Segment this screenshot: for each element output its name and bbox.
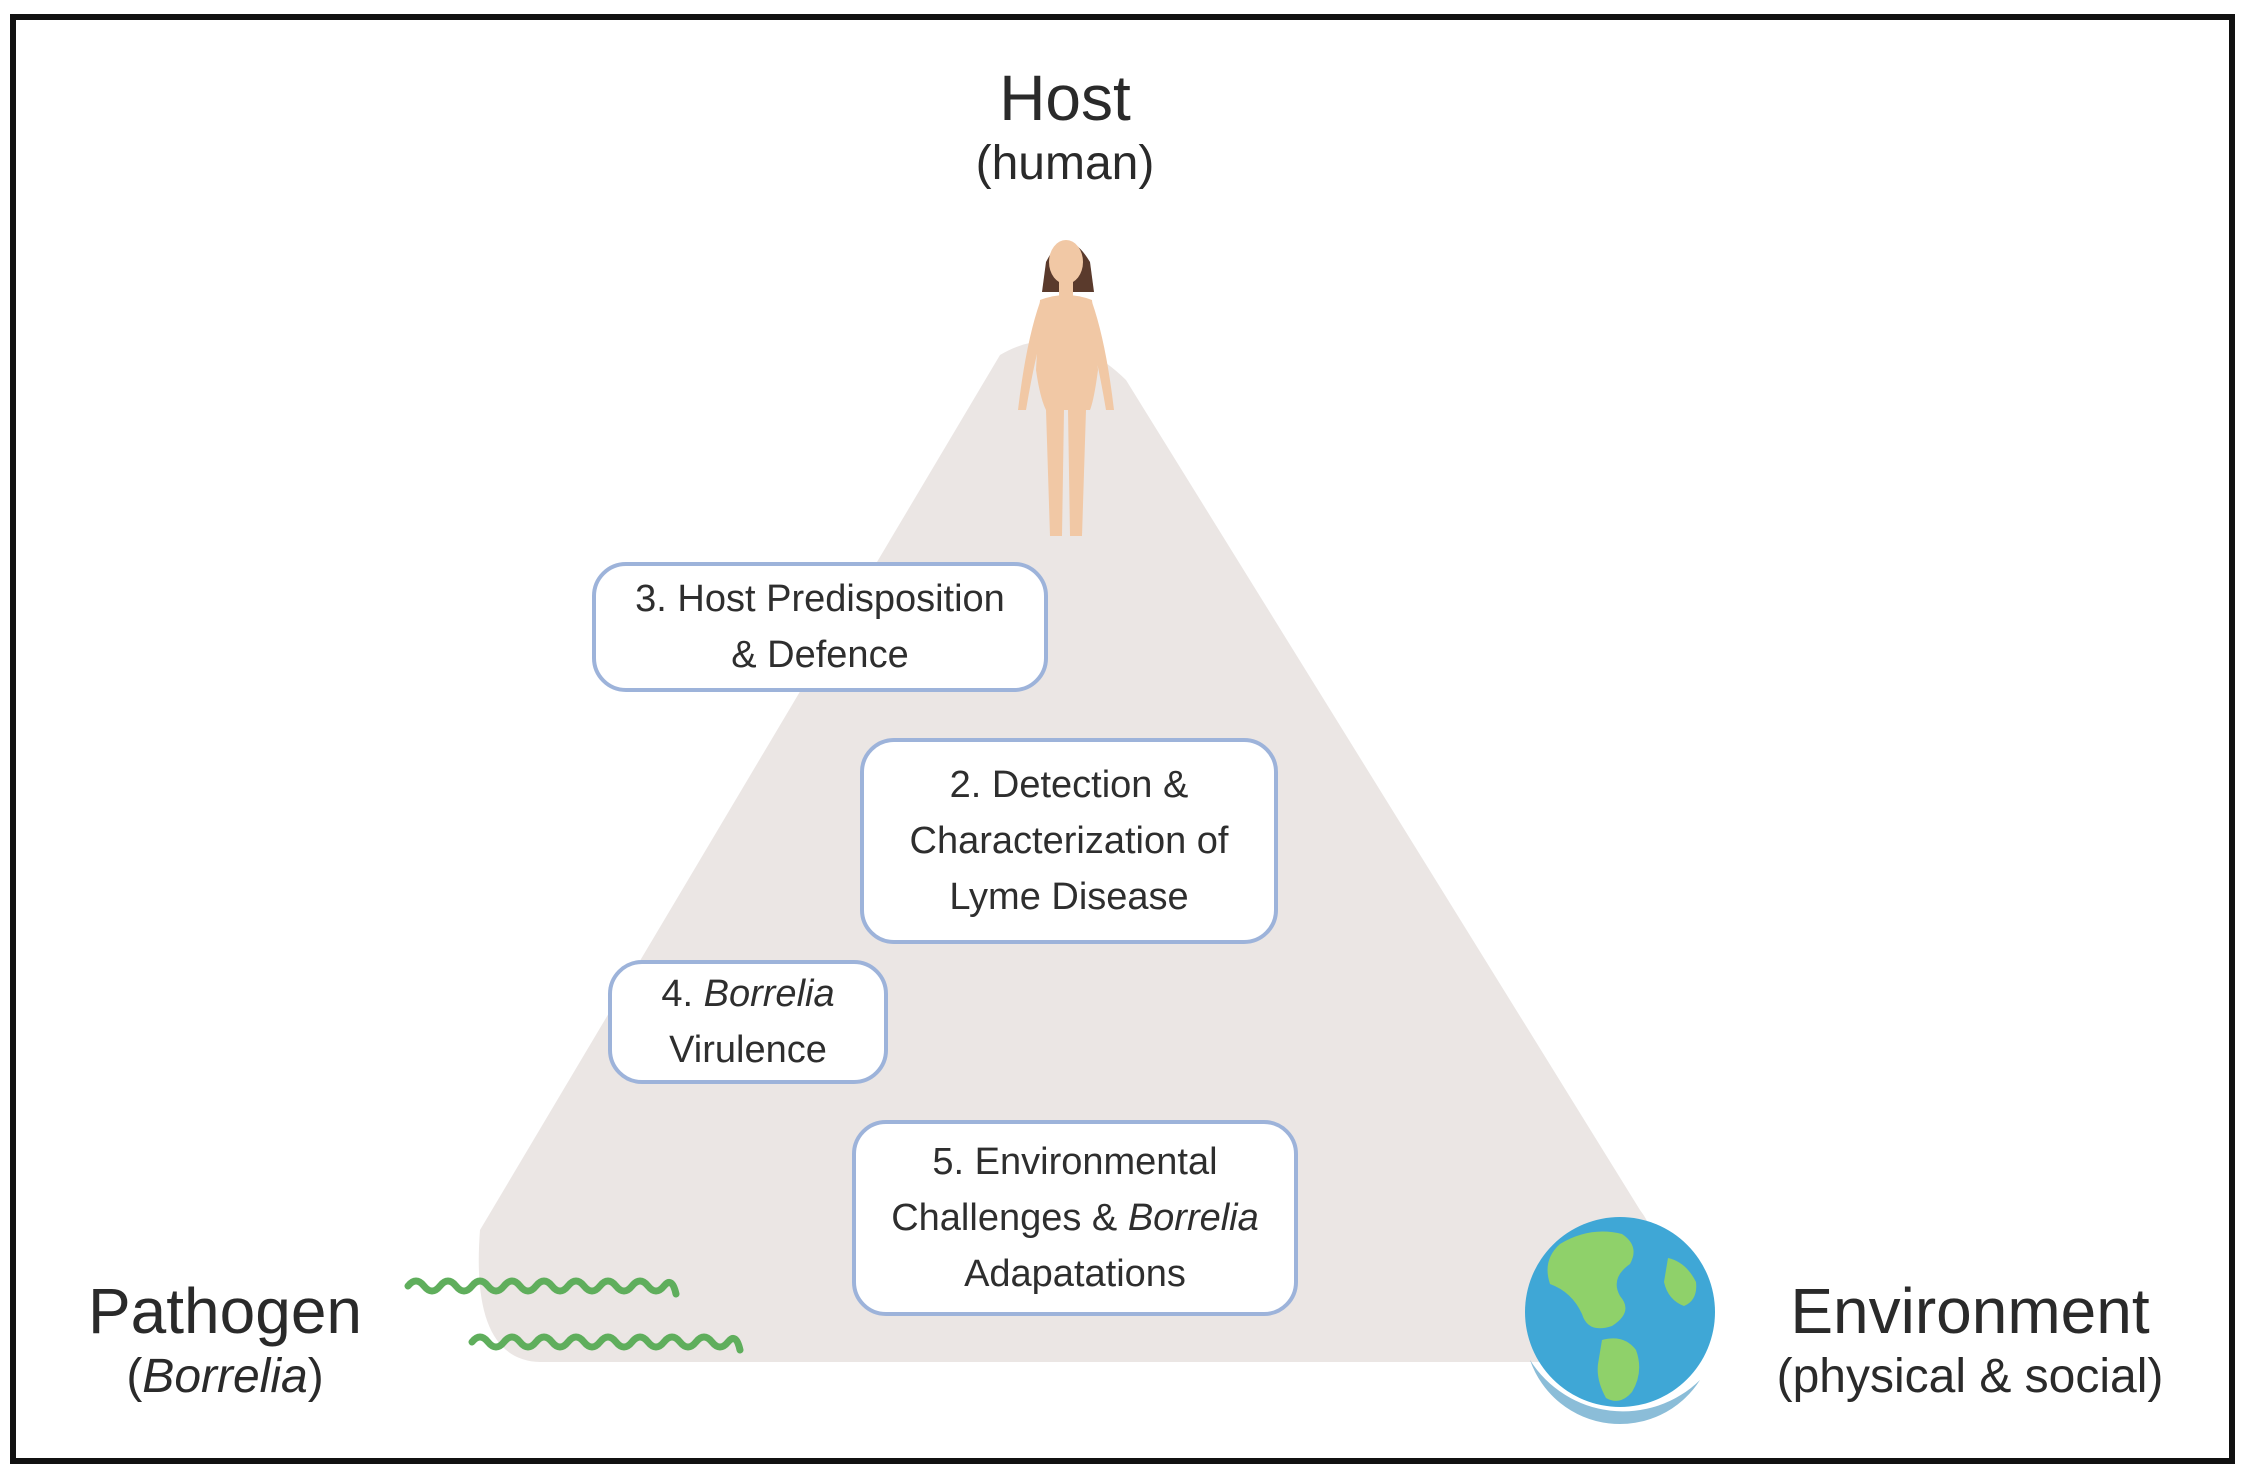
environmental-box: 5. Environmental Challenges & Borrelia A…	[852, 1120, 1298, 1316]
pathogen-title: Pathogen	[87, 1275, 363, 1347]
host-predisposition-line2: & Defence	[731, 634, 909, 676]
spirochete-icon	[404, 1277, 744, 1354]
environment-subtitle: (physical & social)	[1776, 1349, 2164, 1403]
environmental-line3: Adapatations	[964, 1253, 1186, 1295]
pathogen-subtitle: (Borrelia)	[60, 1349, 390, 1404]
pathogen-subtitle-italic: Borrelia	[142, 1349, 308, 1403]
detection-box: 2. Detection & Characterization of Lyme …	[860, 738, 1278, 944]
spirochete-upper	[404, 1277, 680, 1298]
environmental-line1: 5. Environmental	[932, 1141, 1218, 1183]
pathogen-subtitle-open: (	[126, 1349, 143, 1403]
detection-line3: Lyme Disease	[949, 876, 1189, 918]
host-subtitle: (human)	[975, 136, 1155, 190]
host-title: Host	[999, 62, 1131, 134]
pathogen-subtitle-close: )	[307, 1349, 324, 1403]
environment-title: Environment	[1790, 1275, 2150, 1347]
pathogen-label: Pathogen (Borrelia)	[60, 1275, 390, 1404]
earth-globe-icon	[1525, 1217, 1715, 1425]
human-figure-icon	[1018, 240, 1114, 536]
virulence-prefix: 4.	[661, 973, 704, 1015]
environmental-line2: Challenges & Borrelia	[891, 1190, 1259, 1246]
host-predisposition-line1: 3. Host Predisposition	[635, 578, 1005, 620]
environment-label: Environment (physical & social)	[1745, 1275, 2195, 1404]
environmental-prefix: Challenges &	[891, 1197, 1128, 1239]
virulence-line2: Virulence	[669, 1029, 827, 1071]
detection-line1: 2. Detection &	[949, 764, 1189, 806]
spirochete-lower	[468, 1333, 744, 1354]
detection-line2: Characterization of	[909, 820, 1229, 862]
host-predisposition-box: 3. Host Predisposition & Defence	[592, 562, 1048, 692]
environmental-italic: Borrelia	[1127, 1197, 1259, 1239]
virulence-line1: 4. Borrelia	[661, 966, 834, 1022]
virulence-box: 4. Borrelia Virulence	[608, 960, 888, 1084]
virulence-italic: Borrelia	[703, 973, 835, 1015]
host-label: Host (human)	[940, 62, 1190, 191]
